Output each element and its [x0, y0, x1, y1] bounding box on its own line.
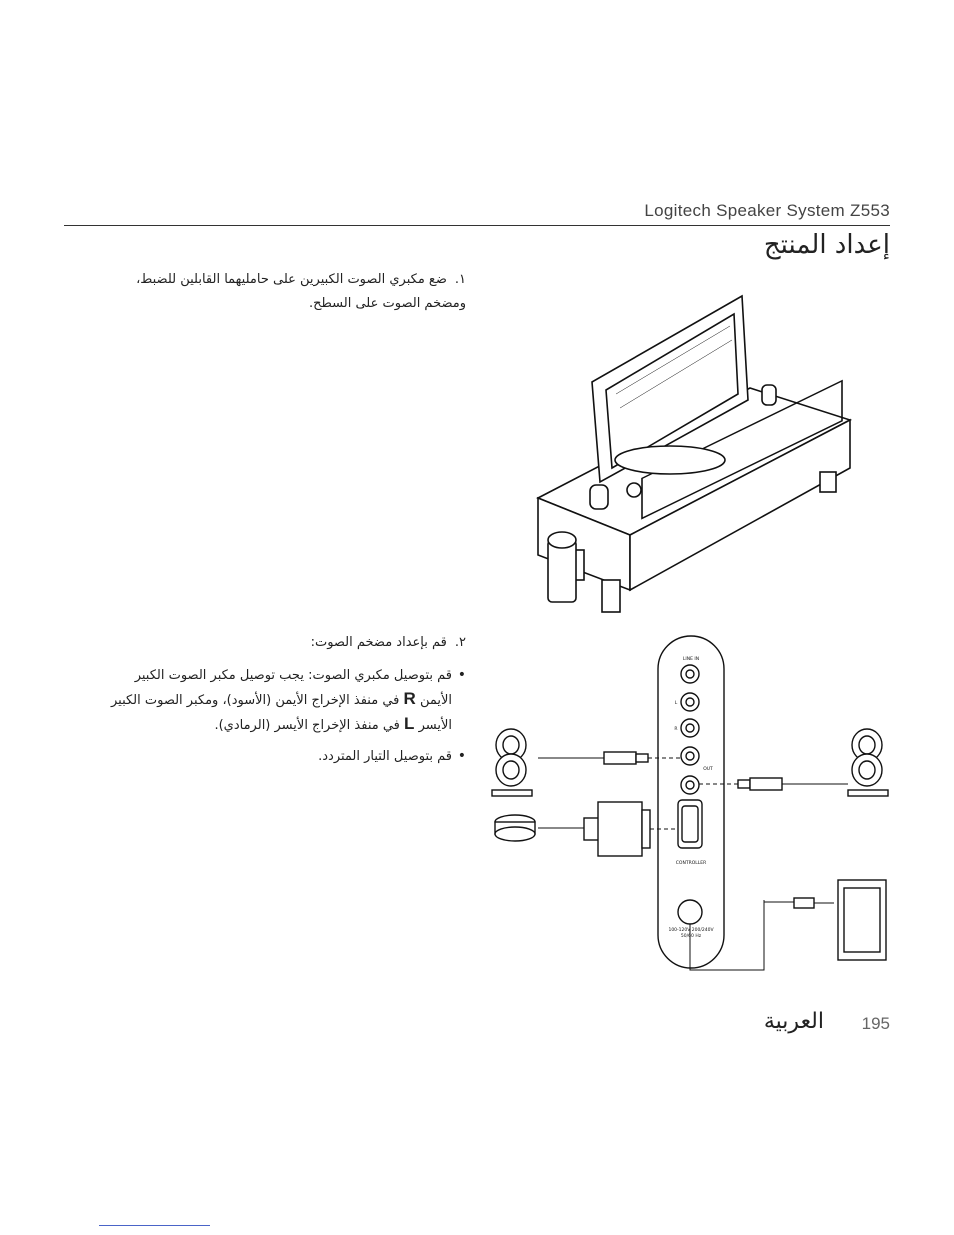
- header-rule: [64, 225, 890, 226]
- tv-setup-illustration: [536, 294, 853, 613]
- step-2-bullets: قم بتوصيل مكبري الصوت: يجب توصيل مكبر ال…: [106, 664, 466, 776]
- left-letter: L: [404, 714, 415, 733]
- line-in-label: LINE IN: [683, 656, 699, 662]
- step-1: ١.ضع مكبري الصوت الكبيرين على حامليهما ا…: [106, 268, 466, 316]
- bullet-1-part-b: في منفذ الإخراج الأيمن (الأسود)، ومكبر ا…: [110, 693, 452, 733]
- step-1-text: ضع مكبري الصوت الكبيرين على حامليهما الق…: [136, 272, 466, 311]
- connection-diagram: LINE IN OUT L R CONTROLLER 100-120V 200/…: [491, 635, 889, 971]
- bullet-1-part-a: قم بتوصيل مكبري الصوت: يجب توصيل مكبر ال…: [134, 668, 452, 708]
- bullet-connect-ac: قم بتوصيل التيار المتردد.: [106, 745, 466, 768]
- power-label: 100-120V 200/240V: [668, 927, 714, 933]
- step-2-text: قم بإعداد مضخم الصوت:: [310, 635, 447, 650]
- step-2: ٢. قم بإعداد مضخم الصوت:: [106, 631, 466, 655]
- out-label: OUT: [703, 766, 713, 772]
- section-title: إعداد المنتج: [763, 230, 890, 260]
- step-1-number: ١.: [454, 272, 466, 287]
- header-title: Logitech Speaker System Z553: [644, 201, 890, 220]
- bullet-connect-speakers: قم بتوصيل مكبري الصوت: يجب توصيل مكبر ال…: [106, 664, 466, 737]
- right-letter: R: [403, 689, 416, 708]
- bottom-link-underline[interactable]: [99, 1225, 210, 1226]
- l-label: L: [675, 700, 678, 706]
- bullet-2-text: قم بتوصيل التيار المتردد.: [318, 749, 452, 764]
- bullet-1-part-c: في منفذ الإخراج الأيسر (الرمادي).: [214, 718, 400, 733]
- page-number: 195: [861, 1014, 890, 1033]
- footer-language: العربية: [763, 1009, 824, 1034]
- step-2-number: ٢.: [454, 635, 466, 650]
- power-label-2: 50/60 Hz: [681, 933, 702, 939]
- controller-label: CONTROLLER: [676, 860, 706, 866]
- r-label: R: [674, 726, 677, 732]
